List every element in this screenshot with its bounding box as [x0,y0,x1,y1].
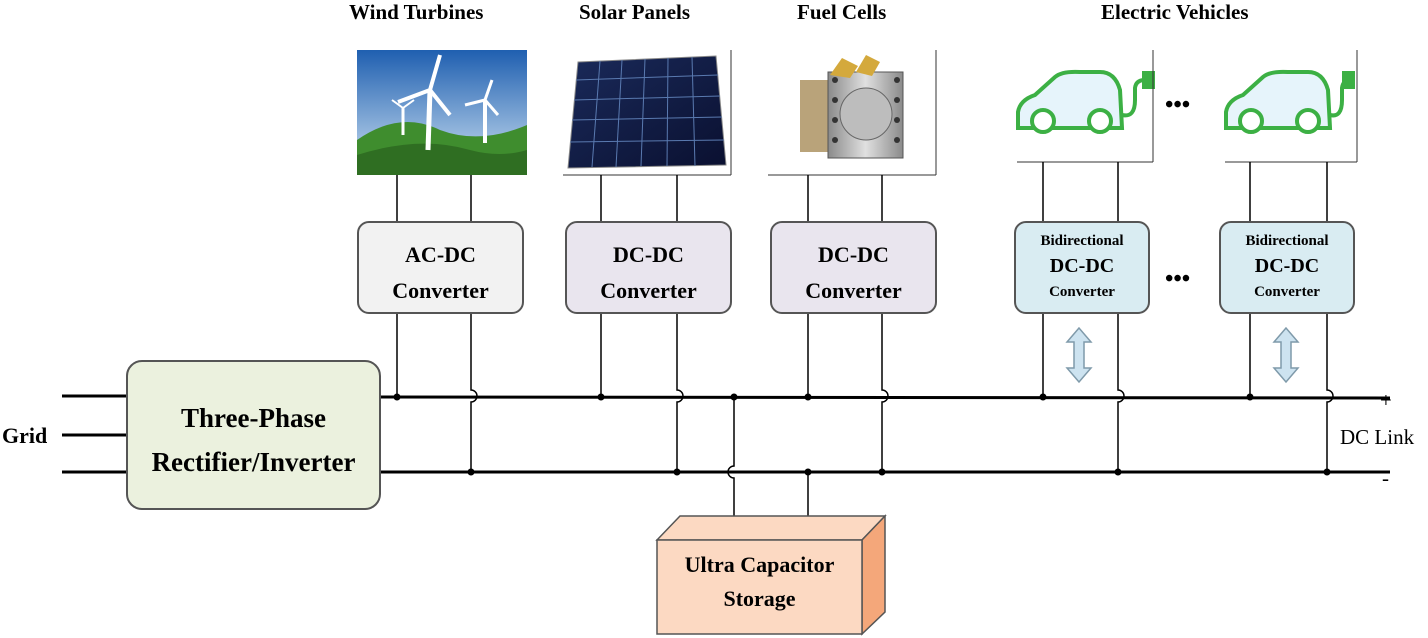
converter-line-3: Converter [1049,284,1115,300]
converter-line-1: AC-DC [405,242,476,267]
wind-turbines-label: Wind Turbines [349,0,484,24]
converter-line-2: DC-DC [1049,255,1115,277]
fuel-cells-label: Fuel Cells [797,0,887,24]
bidirectional-arrow-icon-2 [1272,326,1300,384]
electric-vehicle-image-2 [1224,69,1355,134]
storage-box-shape [655,514,887,636]
rectifier-line-1: Three-Phase [181,403,326,433]
dc-link-label: DC Link [1340,425,1415,449]
storage-line-1: Ultra Capacitor [684,552,835,577]
fuel-cell-image [768,50,937,176]
converter-line-2: Converter [392,278,489,303]
converter-line-1: Bidirectional [1245,233,1329,249]
storage-line-2: Storage [723,586,796,611]
rectifier-inverter-box: Three-Phase Rectifier/Inverter [126,360,381,510]
converter-line-3: Converter [1254,284,1320,300]
converter-ellipsis: ••• [1165,266,1191,292]
electric-vehicles-label: Electric Vehicles [1101,0,1249,24]
wind-turbine-image [357,50,527,175]
solar-panel-image [563,50,732,176]
converter-line-2: Converter [600,278,697,303]
bidirectional-arrow-icon-1 [1065,326,1093,384]
dc-link-plus-label: + [1380,388,1392,412]
dc-dc-converter-solar-box: DC-DC Converter [565,221,732,314]
ev-ellipsis: ••• [1165,92,1191,118]
converter-line-2: Converter [805,278,902,303]
electric-vehicle-image-1 [1016,69,1155,134]
ac-dc-converter-box: AC-DC Converter [357,221,524,314]
rectifier-line-2: Rectifier/Inverter [151,447,356,477]
converter-line-2: DC-DC [1254,255,1320,277]
grid-label: Grid [2,423,48,448]
dc-link-minus-label: - [1382,466,1389,490]
bidirectional-converter-1-box: Bidirectional DC-DC Converter [1014,221,1150,314]
ultra-capacitor-storage-label: Ultra Capacitor Storage [657,548,862,616]
bidirectional-converter-2-box: Bidirectional DC-DC Converter [1219,221,1355,314]
converter-line-1: DC-DC [818,242,889,267]
dc-dc-converter-fuel-box: DC-DC Converter [770,221,937,314]
converter-line-1: Bidirectional [1040,233,1124,249]
solar-panels-label: Solar Panels [579,0,691,24]
converter-line-1: DC-DC [613,242,684,267]
